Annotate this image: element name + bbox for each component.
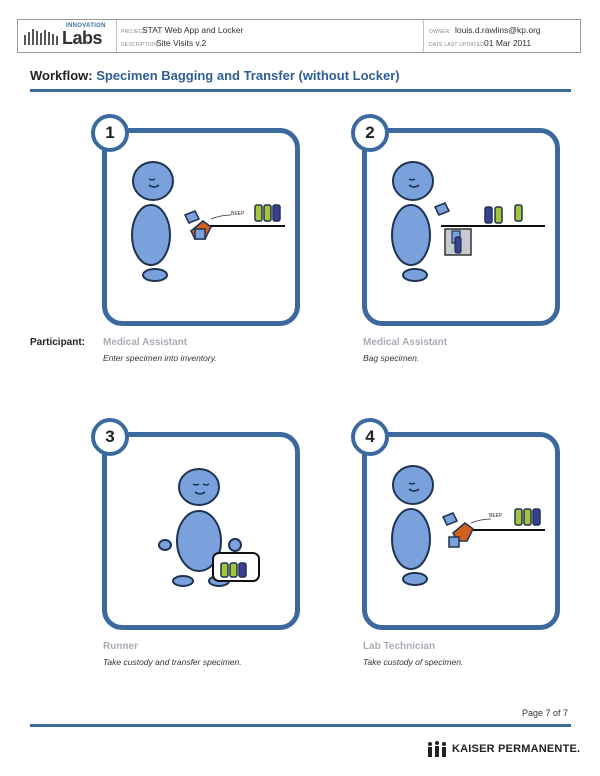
step-4-panel: BEEP [362, 432, 560, 630]
workflow-label: Workflow: [30, 68, 93, 83]
step-4-illustration: BEEP [391, 465, 545, 586]
description-value: Site Visits v.2 [156, 38, 207, 48]
workflow-title: Workflow: Specimen Bagging and Transfer … [30, 68, 400, 83]
step-3-panel [102, 432, 300, 630]
step-2-panel [362, 128, 560, 326]
logo-labs-text: Labs [62, 28, 103, 48]
step-3-illustration [158, 468, 260, 587]
kaiser-permanente-logo: KAISER PERMANENTE. [426, 741, 586, 759]
title-rule [30, 89, 571, 92]
step-1-panel: BEEP [102, 128, 300, 326]
project-value: STAT Web App and Locker [142, 25, 244, 35]
step-1-role: Medical Assistant [103, 337, 188, 348]
svg-text:BEEP: BEEP [489, 513, 503, 519]
step-4-role: Lab Technician [363, 641, 436, 652]
logo-innovation-text: INNOVATION [66, 23, 106, 29]
svg-text:BEEP: BEEP [231, 211, 245, 217]
document-header: INNOVATION Labs PROJECT: STAT Web App an… [17, 19, 581, 53]
step-1-illustration: BEEP [131, 161, 285, 282]
participant-label: Participant: [30, 337, 86, 348]
step-3-description: Take custody and transfer specimen. [103, 657, 242, 667]
step-3-role: Runner [103, 641, 138, 652]
step-4-badge: 4 [351, 418, 389, 456]
owner-value: louis.d.rawlins@kp.org [455, 25, 541, 35]
footer-rule [30, 724, 571, 727]
updated-value: 01 Mar 2011 [484, 38, 532, 48]
step-2-badge: 2 [351, 114, 389, 152]
workflow-name: Specimen Bagging and Transfer (without L… [96, 68, 400, 83]
step-3-badge: 3 [91, 418, 129, 456]
owner-label: OWNER: [429, 29, 451, 35]
kp-brand-text: KAISER PERMANENTE. [452, 743, 581, 755]
innovation-labs-logo: INNOVATION Labs [22, 23, 114, 49]
step-1-badge: 1 [91, 114, 129, 152]
step-1-description: Enter specimen into inventory. [103, 353, 217, 363]
description-label: DESCRIPTION: [121, 42, 159, 48]
project-label: PROJECT: [121, 29, 147, 35]
step-2-description: Bag specimen. [363, 353, 420, 363]
logo-bars-icon [24, 29, 58, 45]
updated-label: DATE LAST UPDATED: [429, 42, 486, 48]
page-number: Page 7 of 7 [522, 708, 569, 718]
kp-people-icon [428, 741, 446, 757]
step-4-description: Take custody of specimen. [363, 657, 464, 667]
step-2-illustration [391, 161, 545, 282]
step-2-role: Medical Assistant [363, 337, 448, 348]
